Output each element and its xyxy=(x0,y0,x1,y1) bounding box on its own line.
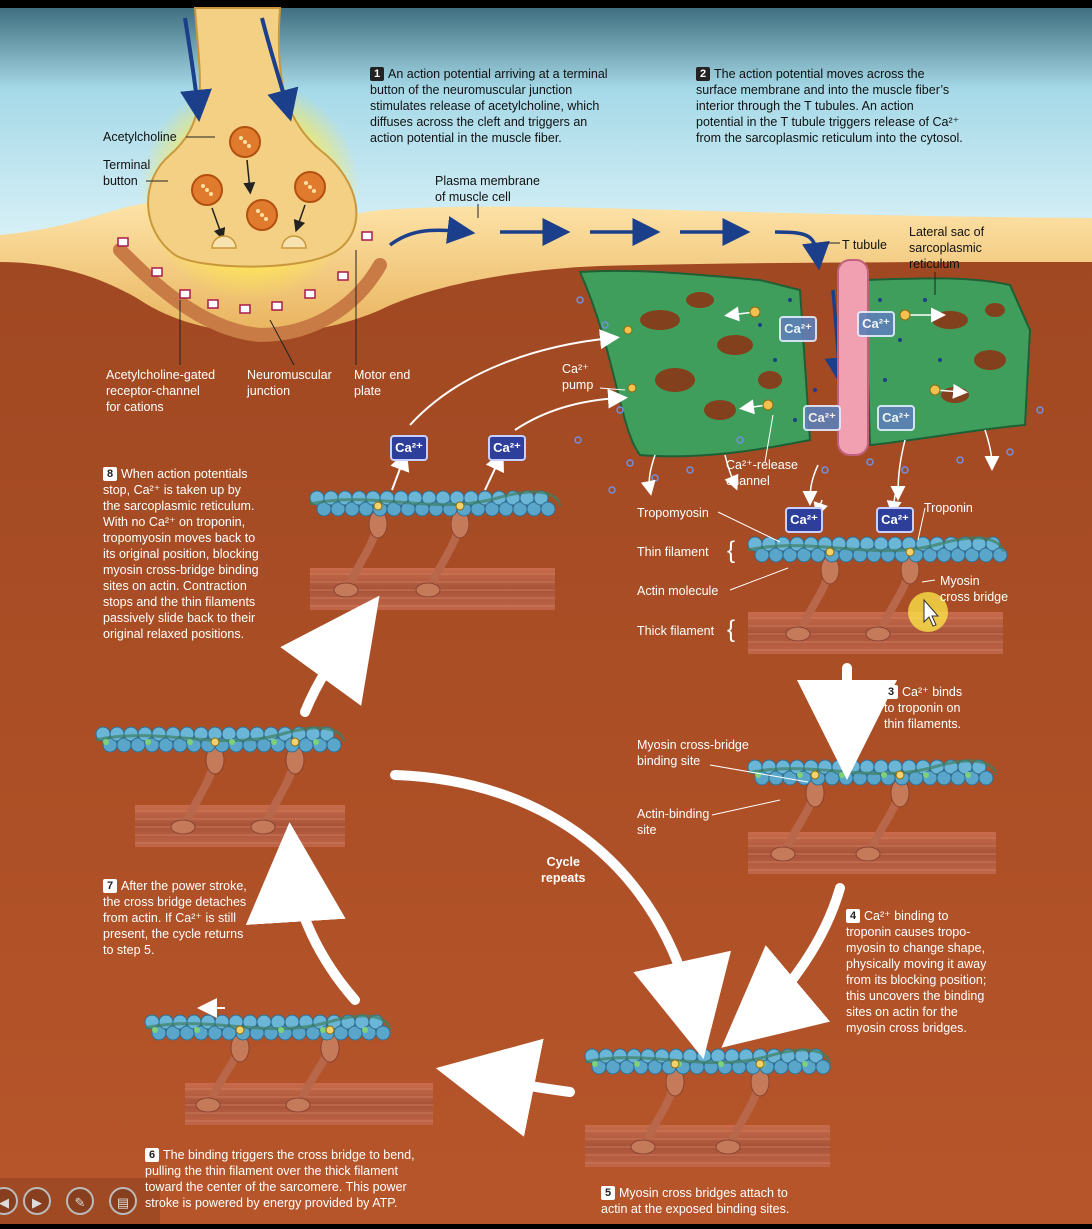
step-number: 5 xyxy=(601,1186,615,1200)
ca-badge: Ca²⁺ xyxy=(877,405,915,431)
label-cycle-repeats: Cycle repeats xyxy=(541,855,586,885)
label-receptor-channel: Acetylcholine-gated receptor-channel for… xyxy=(106,368,216,414)
motor-end-plate xyxy=(113,243,387,343)
play-button[interactable]: ▶ xyxy=(23,1187,51,1215)
label-acetylcholine: Acetylcholine xyxy=(103,130,177,144)
label-t-tubule: T tubule xyxy=(842,238,887,252)
ca-badge: Ca²⁺ xyxy=(390,435,428,461)
label-neuromuscular-junction: Neuromuscular junction xyxy=(247,368,332,398)
cycle-arrows xyxy=(245,595,897,1137)
step-text: The action potential moves across the su… xyxy=(696,67,963,145)
myosin-head xyxy=(865,555,920,642)
ca-badge: Ca²⁺ xyxy=(779,316,817,342)
step-number: 6 xyxy=(145,1148,159,1162)
step-text: When action potentials stop, Ca²⁺ is tak… xyxy=(103,467,259,641)
previous-button[interactable]: ◀ xyxy=(0,1187,18,1215)
thin-filament xyxy=(144,1014,392,1041)
ca-badge: Ca²⁺ xyxy=(803,405,841,431)
brace: { xyxy=(727,537,736,564)
step-number: 7 xyxy=(103,879,117,893)
label-actin-binding-site: Actin-binding site xyxy=(637,807,710,837)
myosin-head xyxy=(785,555,840,642)
step-text: The binding triggers the cross bridge to… xyxy=(145,1148,415,1210)
label-plasma-membrane: Plasma membrane of muscle cell xyxy=(435,174,540,204)
myosin-head xyxy=(333,509,388,598)
label-myosin-binding-site: Myosin cross-bridge binding site xyxy=(637,738,749,768)
label-thin-filament: Thin filament xyxy=(637,545,709,559)
step-text: Ca²⁺ binding to troponin causes tropo- m… xyxy=(846,909,987,1035)
thin-filament xyxy=(584,1048,832,1075)
filament-assembly xyxy=(144,1014,433,1125)
step-number: 1 xyxy=(370,67,384,81)
step-number: 4 xyxy=(846,909,860,923)
step-number: 3 xyxy=(884,685,898,699)
myosin-head xyxy=(170,745,225,835)
cytosol-calcium-ions xyxy=(574,296,1044,494)
myosin-head xyxy=(195,1033,250,1113)
label-motor-end-plate: Motor end plate xyxy=(354,368,411,398)
slides-button[interactable]: ▤ xyxy=(109,1187,137,1215)
thin-filament xyxy=(309,490,562,517)
myosin-head xyxy=(855,778,910,862)
brace: { xyxy=(727,616,736,643)
ca-badge: Ca²⁺ xyxy=(876,507,914,533)
label-terminal-button: Terminal button xyxy=(103,158,151,188)
step-number: 2 xyxy=(696,67,710,81)
label-troponin: Troponin xyxy=(924,501,973,515)
ca-badge: Ca²⁺ xyxy=(488,435,526,461)
label-ca-release-channel: Ca²⁺-release channel xyxy=(726,458,798,488)
label-myosin-cross-bridge: Myosin cross bridge xyxy=(940,574,1009,604)
step-text: Myosin cross bridges attach to actin at … xyxy=(601,1186,790,1216)
ca-badge: Ca²⁺ xyxy=(857,311,895,337)
thin-filament xyxy=(95,726,346,753)
thin-filament xyxy=(747,536,1008,563)
label-actin-molecule: Actin molecule xyxy=(637,584,719,598)
receptor-channels xyxy=(117,231,373,314)
thin-filament xyxy=(747,759,998,786)
pen-tool-button[interactable]: ✎ xyxy=(66,1187,94,1215)
thick-filament xyxy=(585,1125,830,1167)
label-tropomyosin: Tropomyosin xyxy=(637,506,709,520)
myosin-head xyxy=(770,778,825,862)
filament-assembly xyxy=(747,536,1008,654)
step-text: An action potential arriving at a termin… xyxy=(370,67,608,145)
step-text: Ca²⁺ binds to troponin on thin filaments… xyxy=(884,685,963,731)
mouse-cursor xyxy=(923,598,940,627)
t-tubule xyxy=(837,259,869,456)
myosin-head xyxy=(415,509,470,598)
label-ca-pump: Ca²⁺ pump xyxy=(562,362,594,392)
label-lateral-sac: Lateral sac of sarcoplasmic reticulum xyxy=(909,225,985,271)
myosin-head xyxy=(715,1067,770,1155)
ca-badge: Ca²⁺ xyxy=(785,507,823,533)
label-thick-filament: Thick filament xyxy=(637,624,715,638)
step-text: After the power stroke, the cross bridge… xyxy=(103,879,247,957)
myosin-head xyxy=(285,1033,340,1113)
step-number: 8 xyxy=(103,467,117,481)
